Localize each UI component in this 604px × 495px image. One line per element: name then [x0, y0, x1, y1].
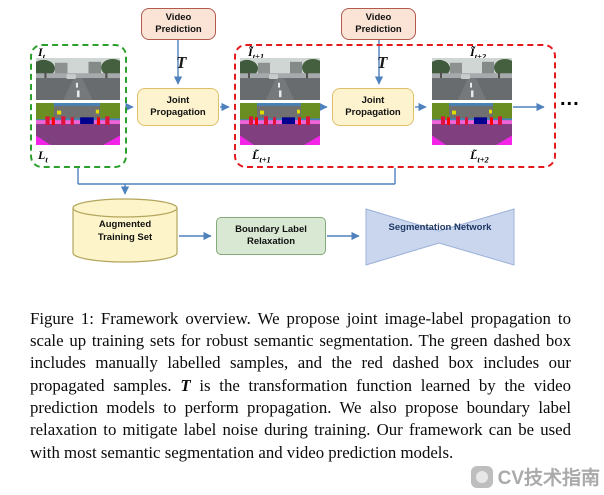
image-label-lt2: L̃t+2 [470, 148, 489, 165]
street-photo-it2 [432, 58, 512, 100]
caption-text-1: Figure 1: Framework overview. We propose… [30, 308, 571, 395]
boundary-label-relaxation-label: Boundary Label Relaxation [235, 223, 307, 247]
watermark: CV技术指南 [470, 463, 600, 490]
video-prediction-label: Video Prediction [355, 11, 402, 35]
augmented-training-set-cylinder [72, 198, 178, 263]
connector-arrows [77, 40, 545, 241]
manual-sample-box [30, 44, 127, 168]
image-label-lt: Lt [38, 148, 48, 165]
continuation-ellipsis: ... [560, 88, 580, 110]
augmented-training-set-label: Augmented Training Set [97, 219, 153, 243]
figure-caption: Figure 1: Framework overview. We propose… [30, 308, 571, 464]
joint-propagation-label: Joint Propagation [150, 94, 206, 118]
video-prediction-box-1: Video Prediction [141, 8, 216, 40]
joint-propagation-box-2: Joint Propagation [332, 88, 414, 126]
image-label-it: It [38, 45, 46, 62]
segmentation-map-lt [36, 103, 120, 145]
joint-propagation-box-1: Joint Propagation [137, 88, 219, 126]
joint-propagation-label: Joint Propagation [345, 94, 401, 118]
video-prediction-box-2: Video Prediction [341, 8, 416, 40]
street-photo-it [36, 58, 120, 100]
segmentation-network-shape [365, 208, 515, 266]
watermark-logo-icon [470, 465, 493, 488]
caption-transform-symbol: T [180, 375, 191, 395]
segmentation-network-label: Segmentation Network [388, 222, 492, 233]
image-label-it1: Ĩt+1 [248, 45, 265, 62]
image-label-lt1: L̃t+1 [252, 148, 271, 165]
transform-symbol-1: T [176, 53, 187, 72]
caption-text-2: is the transformation function learned b… [30, 375, 571, 462]
street-photo-it1 [240, 58, 320, 100]
boundary-label-relaxation-box: Boundary Label Relaxation [216, 217, 326, 255]
image-label-it2: Ĩt+2 [470, 45, 487, 62]
segmentation-map-lt2 [432, 103, 512, 145]
transform-symbol-2: T [377, 53, 388, 72]
video-prediction-label: Video Prediction [155, 11, 202, 35]
watermark-text: CV技术指南 [497, 468, 600, 489]
propagated-samples-box [234, 44, 556, 168]
segmentation-map-lt1 [240, 103, 320, 145]
